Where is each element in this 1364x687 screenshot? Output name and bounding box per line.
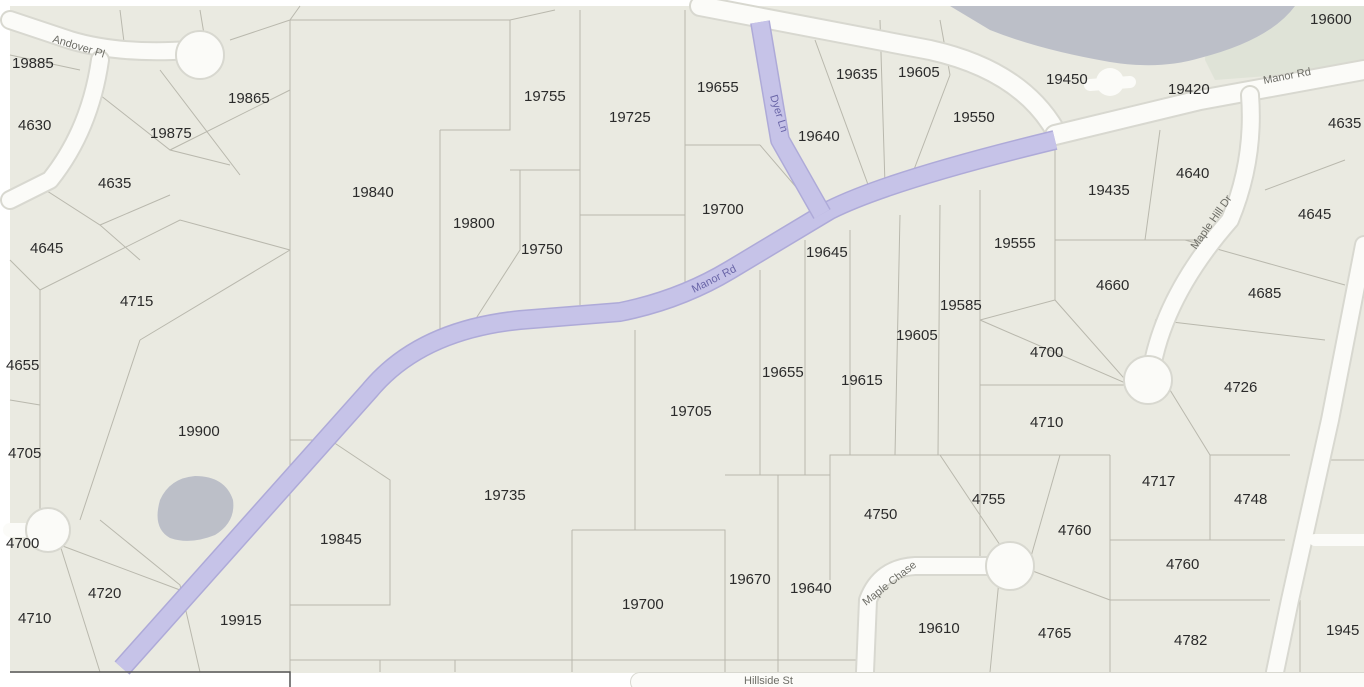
parcel-label: 4685: [1248, 285, 1281, 302]
parcel-label: 4705: [8, 445, 41, 462]
parcel-label: 4715: [120, 293, 153, 310]
parcel-label: 4717: [1142, 473, 1175, 490]
parcel-label: 4640: [1176, 165, 1209, 182]
parcel-label: 19800: [453, 215, 495, 232]
parcel-label: 19420: [1168, 81, 1210, 98]
parcel-label: 4645: [1298, 206, 1331, 223]
parcel-label: 4720: [88, 585, 121, 602]
parcel-label: 19635: [836, 66, 878, 83]
parcel-label: 19670: [729, 571, 771, 588]
lake-water: [950, 6, 1295, 66]
parcel-label: 19550: [953, 109, 995, 126]
parcel-label: 19725: [609, 109, 651, 126]
parcel-label: 19615: [841, 372, 883, 389]
parcel-label: 4635: [1328, 115, 1361, 132]
parcel-label: 19755: [524, 88, 566, 105]
parcel-label: 4765: [1038, 625, 1071, 642]
parcel-label: 19605: [896, 327, 938, 344]
map-edge-line: [10, 671, 291, 687]
parcel-label: 4645: [30, 240, 63, 257]
parcel-label: 19875: [150, 125, 192, 142]
parcel-label: 19735: [484, 487, 526, 504]
parcel-label: 19705: [670, 403, 712, 420]
parcel-label: 19435: [1088, 182, 1130, 199]
parcel-label: 19900: [178, 423, 220, 440]
parcel-label: 19600: [1310, 11, 1352, 28]
parcel-label: 19450: [1046, 71, 1088, 88]
pond-water: [157, 476, 234, 541]
parcel-label: 4710: [1030, 414, 1063, 431]
parcel-label: 4726: [1224, 379, 1257, 396]
parcel-label: 19840: [352, 184, 394, 201]
parcel-label: 4700: [6, 535, 39, 552]
parcel-label: 19585: [940, 297, 982, 314]
parcel-label: 19655: [762, 364, 804, 381]
parcel-label: 4700: [1030, 344, 1063, 361]
parcel-label: 19865: [228, 90, 270, 107]
parcel-label: 4635: [98, 175, 131, 192]
parcel-label: 19700: [702, 201, 744, 218]
parcel-label: 19640: [798, 128, 840, 145]
parcel-label: 1945: [1326, 622, 1359, 639]
parcel-label: 4750: [864, 506, 897, 523]
parcel-labels: 19600 19885 19865 4630 19875 4635 4645 4…: [6, 11, 1361, 649]
highlighted-roads: [114, 20, 1058, 675]
parcel-label: 19655: [697, 79, 739, 96]
parcel-label: 19555: [994, 235, 1036, 252]
parcel-label: 4760: [1166, 556, 1199, 573]
parcel-label: 19885: [12, 55, 54, 72]
parcel-label: 4760: [1058, 522, 1091, 539]
street-label-hillside-st: Hillside St: [744, 675, 793, 687]
parcel-label: 4755: [972, 491, 1005, 508]
parcel-label: 4660: [1096, 277, 1129, 294]
parcel-label: 4710: [18, 610, 51, 627]
parcel-label: 19640: [790, 580, 832, 597]
parcel-label: 19845: [320, 531, 362, 548]
parcel-label: 19915: [220, 612, 262, 629]
parcel-label: 19610: [918, 620, 960, 637]
parcel-label: 4630: [18, 117, 51, 134]
parcel-label: 19645: [806, 244, 848, 261]
parcel-label: 19605: [898, 64, 940, 81]
parcel-label: 4655: [6, 357, 39, 374]
parcel-label: 19750: [521, 241, 563, 258]
parcel-label: 4748: [1234, 491, 1267, 508]
parcel-label: 4782: [1174, 632, 1207, 649]
parcel-label: 19700: [622, 596, 664, 613]
